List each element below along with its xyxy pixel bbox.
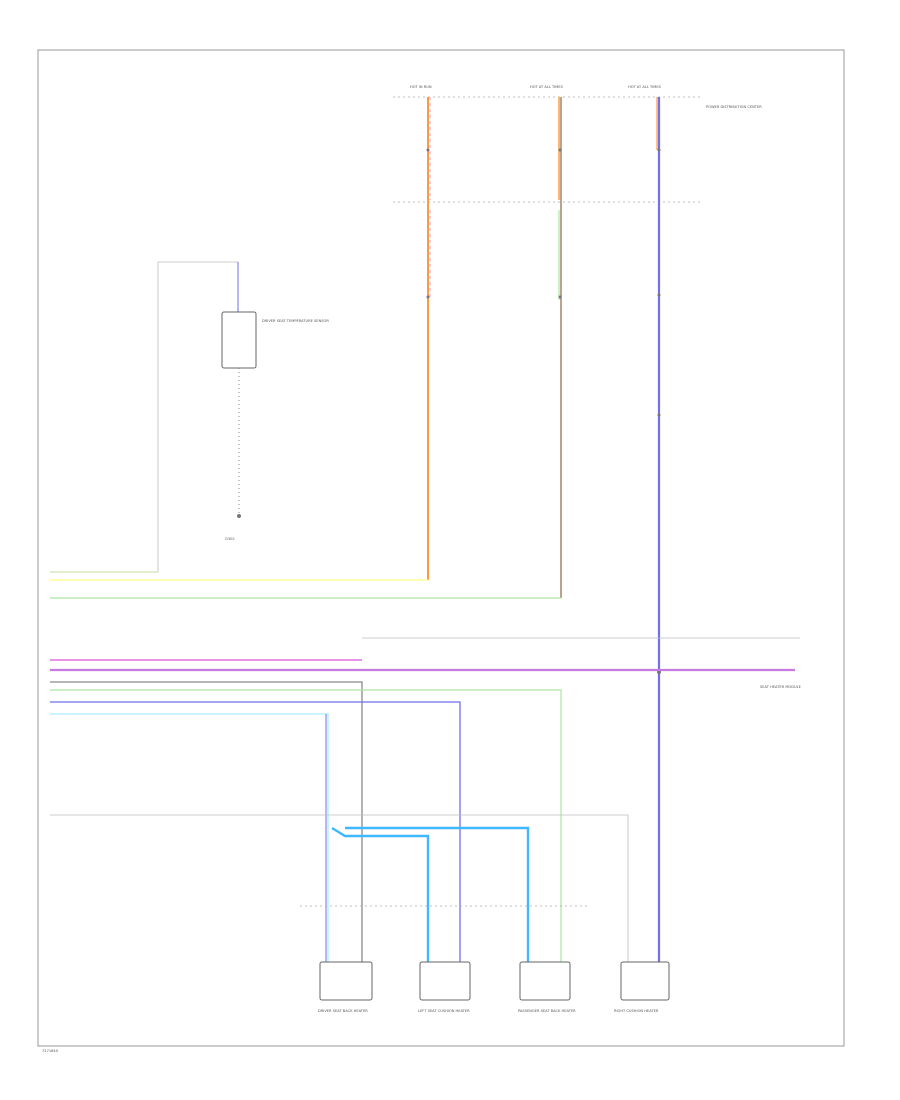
pdc-label: POWER DISTRIBUTION CENTER — [706, 105, 762, 109]
splice-2 — [558, 295, 562, 299]
wire-h-blue-2 — [50, 701, 461, 962]
ground-point — [237, 514, 241, 518]
fuse-2 — [558, 148, 562, 152]
fuse-3 — [657, 148, 661, 152]
wire-sensor-loop — [157, 261, 239, 572]
seat-heater-2 — [419, 961, 471, 1001]
sensor-label: DRIVER SEAT TEMPERATURE SENSOR — [262, 319, 329, 323]
wire-h-gray-1 — [50, 681, 363, 962]
diagram-frame — [37, 49, 845, 1047]
wire-h-olive-bottom — [50, 814, 629, 962]
footer-code: 7271840 — [42, 1049, 59, 1053]
seat-label-4: RIGHT CUSHION HEATER — [614, 1009, 659, 1013]
wire-h-cyan-light — [50, 713, 329, 962]
seat-heater-3 — [519, 961, 571, 1001]
splice-1 — [426, 295, 430, 299]
seat-heater-1 — [319, 961, 373, 1001]
fuse-label-3: HOT AT ALL TIMES — [628, 85, 662, 89]
fuse-1 — [426, 148, 430, 152]
ground-label: G302 — [225, 537, 235, 541]
fuse-label-2: HOT AT ALL TIMES — [530, 85, 564, 89]
splice-3b — [657, 413, 661, 417]
wire-h-green-2 — [50, 689, 562, 962]
seat-label-3: PASSENGER SEAT BACK HEATER — [518, 1009, 576, 1013]
temperature-sensor — [221, 311, 257, 369]
fuse-label-1: HOT IN RUN — [410, 85, 432, 89]
seat-label-1: DRIVER SEAT BACK HEATER — [318, 1009, 368, 1013]
seat-label-2: LEFT SEAT CUSHION HEATER — [418, 1009, 470, 1013]
seat-heater-4 — [620, 961, 670, 1001]
module-right-label: SEAT HEATER MODULE — [760, 685, 802, 689]
wire-cyan-feed — [331, 826, 530, 962]
splice-3a — [657, 293, 661, 297]
